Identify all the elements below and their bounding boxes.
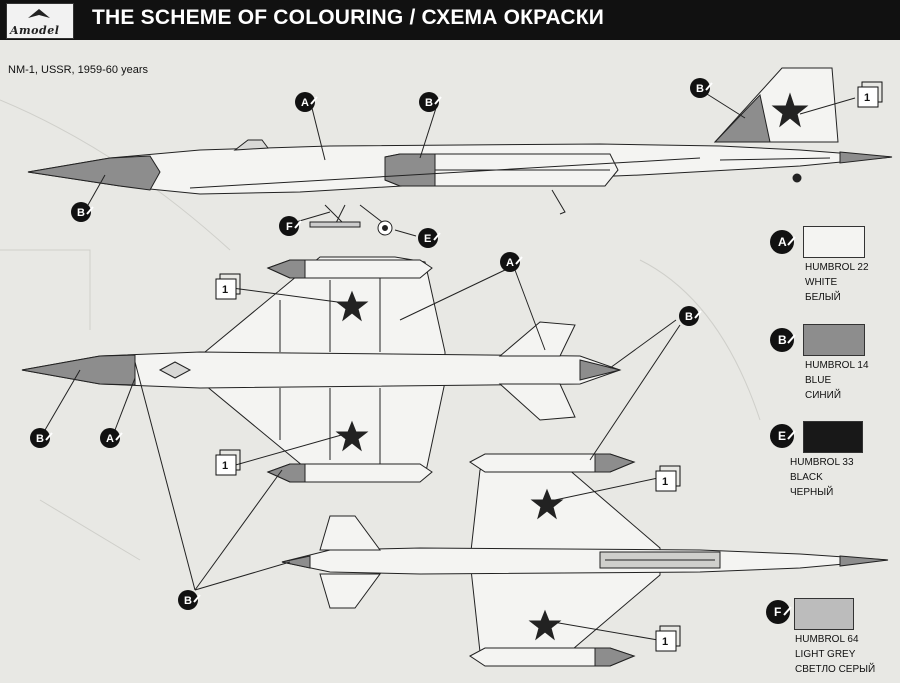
callout-letter: A bbox=[506, 257, 514, 269]
header-bar: Amodel THE SCHEME OF COLOURING / СХЕМА О… bbox=[0, 0, 900, 40]
legend-label-humbrol-64: HUMBROL 64 LIGHT GREY СВЕТЛО СЕРЫЙ bbox=[795, 632, 875, 677]
logo-text: Amodel bbox=[10, 24, 60, 37]
callout-letter: B bbox=[184, 595, 192, 607]
decal-number: 1 bbox=[662, 636, 668, 648]
decal-1-bottom-upper: 1 bbox=[655, 465, 681, 492]
paint-name-en: LIGHT GREY bbox=[795, 649, 856, 660]
paint-code: HUMBROL 22 bbox=[805, 262, 869, 273]
decal-number: 1 bbox=[864, 92, 870, 104]
legend-label-humbrol-14: HUMBROL 14 BLUE СИНИЙ bbox=[805, 358, 869, 403]
legend-badge-a: A bbox=[770, 230, 796, 254]
side-view bbox=[27, 67, 893, 236]
decal-number: 1 bbox=[222, 460, 228, 472]
decal-markers: 1 1 1 1 1 bbox=[215, 81, 883, 652]
bottom-view bbox=[281, 453, 889, 667]
callout-f-gear: F bbox=[279, 216, 302, 236]
callout-letter: B bbox=[77, 207, 85, 219]
legend-label-humbrol-22: HUMBROL 22 WHITE БЕЛЫЙ bbox=[805, 260, 869, 305]
paint-name-ru: СИНИЙ bbox=[805, 390, 842, 401]
callout-letter: B bbox=[685, 311, 693, 323]
paint-name-en: BLACK bbox=[790, 472, 823, 483]
swatch-humbrol-22 bbox=[803, 226, 865, 258]
callout-letter: F bbox=[286, 221, 293, 233]
amodel-logo: Amodel bbox=[6, 3, 74, 39]
callout-a-top-side: A bbox=[295, 92, 318, 112]
page-title: THE SCHEME OF COLOURING / СХЕМА ОКРАСКИ bbox=[92, 6, 605, 29]
paint-name-ru: ЧЕРНЫЙ bbox=[790, 487, 834, 498]
callout-b-side-tail: B bbox=[690, 78, 713, 98]
paint-name-ru: БЕЛЫЙ bbox=[805, 292, 841, 303]
callout-b-top-nose: B bbox=[30, 428, 53, 448]
legend-label-humbrol-33: HUMBROL 33 BLACK ЧЕРНЫЙ bbox=[790, 455, 854, 500]
decal-1-bottom-lower: 1 bbox=[655, 625, 681, 652]
svg-text:E: E bbox=[778, 429, 786, 443]
callout-badges: A B B B F E A B B bbox=[30, 78, 713, 610]
logo-aircraft-icon bbox=[28, 9, 50, 18]
legend-badge-e: E bbox=[770, 424, 796, 448]
swatch-humbrol-33 bbox=[803, 421, 863, 453]
decal-1-top-lower: 1 bbox=[215, 449, 241, 476]
callout-b-side-mid: B bbox=[419, 92, 442, 112]
callout-a-top-nose: A bbox=[100, 428, 123, 448]
decal-number: 1 bbox=[662, 476, 668, 488]
decal-number: 1 bbox=[222, 284, 228, 296]
callout-letter: A bbox=[301, 97, 309, 109]
leader-lines bbox=[44, 93, 856, 641]
paint-name-en: BLUE bbox=[805, 375, 832, 386]
callout-letter: A bbox=[106, 433, 114, 445]
callout-e-wheel: E bbox=[418, 228, 441, 248]
callout-letter: B bbox=[696, 83, 704, 95]
callout-letter: B bbox=[425, 97, 433, 109]
paint-code: HUMBROL 14 bbox=[805, 360, 869, 371]
aircraft-caption: NM-1, USSR, 1959-60 years bbox=[8, 64, 148, 76]
callout-a-top-wing: A bbox=[500, 252, 523, 272]
svg-text:B: B bbox=[778, 333, 787, 347]
legend-badge-b: B bbox=[770, 328, 796, 352]
swatch-humbrol-64 bbox=[794, 598, 854, 630]
svg-text:A: A bbox=[778, 235, 787, 249]
top-view bbox=[21, 256, 622, 483]
paint-code: HUMBROL 33 bbox=[790, 457, 854, 468]
callout-b-side-nose: B bbox=[71, 202, 94, 222]
swatch-humbrol-14 bbox=[803, 324, 865, 356]
decal-1-side: 1 bbox=[857, 81, 883, 108]
paint-code: HUMBROL 64 bbox=[795, 634, 859, 645]
paint-name-ru: СВЕТЛО СЕРЫЙ bbox=[795, 664, 876, 675]
legend-badges: A B E F bbox=[766, 230, 796, 624]
callout-b-bottom: B bbox=[178, 590, 201, 610]
callout-b-top-tail: B bbox=[679, 306, 702, 326]
legend-badge-f: F bbox=[766, 600, 792, 624]
svg-text:F: F bbox=[774, 605, 781, 619]
callout-letter: B bbox=[36, 433, 44, 445]
paint-name-en: WHITE bbox=[805, 277, 838, 288]
decal-1-top-upper: 1 bbox=[215, 273, 241, 300]
callout-letter: E bbox=[424, 233, 431, 245]
